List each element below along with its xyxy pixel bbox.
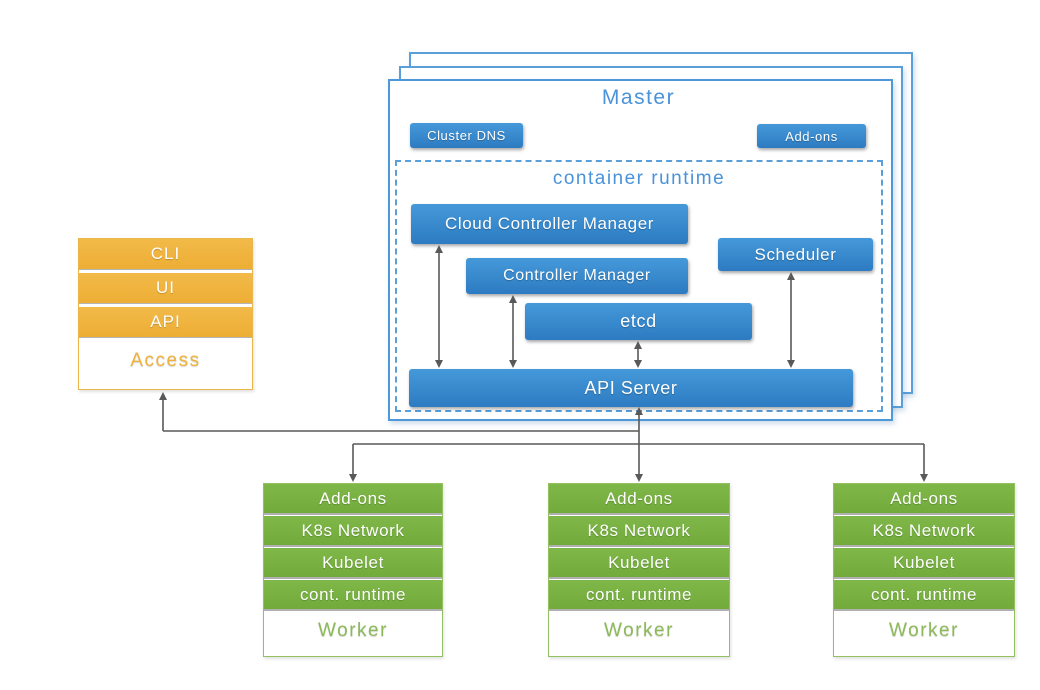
worker1-k8s-network: K8s Network — [264, 516, 442, 545]
access-item-cli: CLI — [79, 239, 252, 269]
worker1-addons: Add-ons — [264, 484, 442, 513]
access-item-ui: UI — [79, 273, 252, 303]
worker-card-3: Add-ons K8s Network Kubelet cont. runtim… — [833, 483, 1015, 657]
master-addons-badge: Add-ons — [757, 124, 866, 148]
worker1-kubelet: Kubelet — [264, 548, 442, 577]
etcd-box: etcd — [525, 303, 752, 340]
cluster-dns-badge: Cluster DNS — [410, 123, 523, 148]
worker2-cont-runtime: cont. runtime — [549, 580, 729, 609]
worker3-kubelet: Kubelet — [834, 548, 1014, 577]
access-panel: CLI UI API Access — [78, 238, 253, 390]
worker1-cont-runtime: cont. runtime — [264, 580, 442, 609]
worker2-k8s-network: K8s Network — [549, 516, 729, 545]
worker3-addons: Add-ons — [834, 484, 1014, 513]
arrow-api-worker1 — [349, 443, 924, 482]
controller-manager-box: Controller Manager — [466, 258, 688, 294]
master-title: Master — [601, 86, 676, 109]
worker3-cont-runtime: cont. runtime — [834, 580, 1014, 609]
worker2-kubelet: Kubelet — [549, 548, 729, 577]
worker3-label: Worker — [889, 619, 959, 641]
worker-card-1: Add-ons K8s Network Kubelet cont. runtim… — [263, 483, 443, 657]
access-item-api: API — [79, 307, 252, 337]
worker1-label: Worker — [318, 619, 388, 641]
worker3-k8s-network: K8s Network — [834, 516, 1014, 545]
worker-card-2: Add-ons K8s Network Kubelet cont. runtim… — [548, 483, 730, 657]
api-server-box: API Server — [409, 369, 853, 407]
worker2-addons: Add-ons — [549, 484, 729, 513]
cloud-controller-manager-box: Cloud Controller Manager — [411, 204, 688, 244]
scheduler-box: Scheduler — [718, 238, 873, 271]
container-runtime-title: container runtime — [552, 168, 726, 189]
worker2-label: Worker — [604, 619, 674, 641]
arrow-api-worker3 — [920, 444, 928, 482]
access-label: Access — [130, 350, 201, 371]
